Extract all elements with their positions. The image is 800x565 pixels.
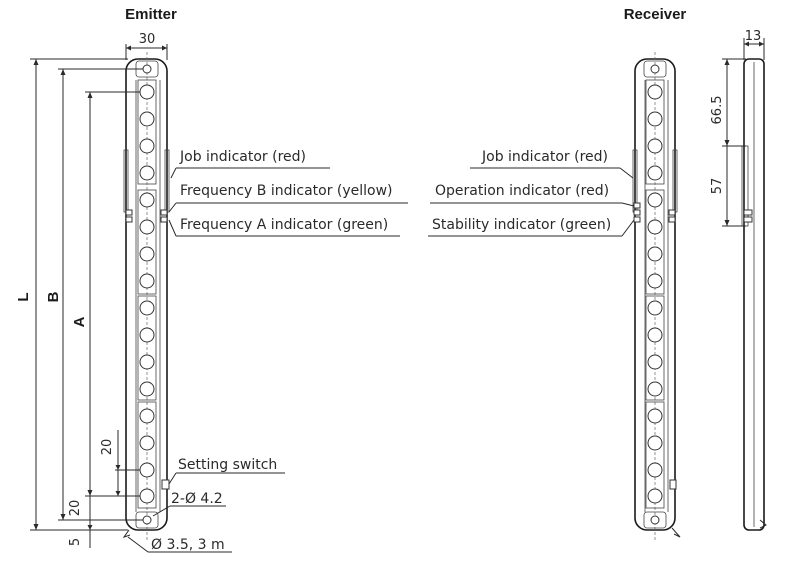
receiver-operation-indicator-label: Operation indicator (red): [435, 183, 609, 199]
emitter-bottom-hole: [142, 515, 152, 525]
dim-cable: Ø 3.5, 3 m: [151, 537, 225, 553]
receiver-title: Receiver: [624, 6, 687, 23]
dim-width: 30: [139, 32, 156, 47]
emitter-title: Emitter: [125, 6, 177, 23]
side-view: [741, 58, 767, 531]
side-cable-icon: [759, 519, 767, 529]
emitter-job-indicator-label: Job indicator (red): [179, 149, 306, 165]
receiver-indicator-led-2: [633, 209, 641, 216]
receiver-lens-array: [647, 84, 663, 504]
receiver-indicator-led-1: [633, 202, 641, 209]
dim-upper-section: 66.5: [710, 96, 725, 125]
dim-lower-section: 57: [710, 178, 725, 195]
emitter-indicator-led-2: [125, 216, 133, 223]
emitter-cable-icon: [122, 529, 131, 538]
dim-b: B: [45, 291, 62, 302]
setting-switch-label: Setting switch: [178, 457, 277, 473]
emitter-housing: [125, 58, 168, 531]
receiver-top-mount-icon: [643, 60, 667, 78]
emitter-frequency-b-label: Frequency B indicator (yellow): [180, 183, 393, 199]
dim-first-offset: 20: [68, 500, 83, 517]
receiver-stability-indicator-label: Stability indicator (green): [432, 217, 611, 233]
receiver-unit: [632, 52, 681, 540]
emitter-frequency-a-label: Frequency A indicator (green): [180, 217, 388, 233]
emitter-indicator-led-1: [125, 209, 133, 216]
setting-switch-icon: [161, 479, 170, 490]
dim-end-offset: 5: [68, 538, 83, 546]
dim-depth: 13: [745, 29, 762, 44]
emitter-unit: [122, 52, 170, 540]
emitter-top-hole: [142, 64, 152, 74]
dim-pitch: 20: [100, 439, 115, 456]
dim-mount-holes: 2-Ø 4.2: [171, 491, 223, 507]
receiver-bottom-mount-icon: [643, 511, 667, 529]
dim-l: L: [15, 292, 32, 301]
receiver-cable-icon: [671, 527, 681, 538]
receiver-job-indicator-label: Job indicator (red): [481, 149, 608, 165]
receiver-indicator-led-3: [633, 216, 641, 223]
dim-a: A: [71, 316, 88, 327]
